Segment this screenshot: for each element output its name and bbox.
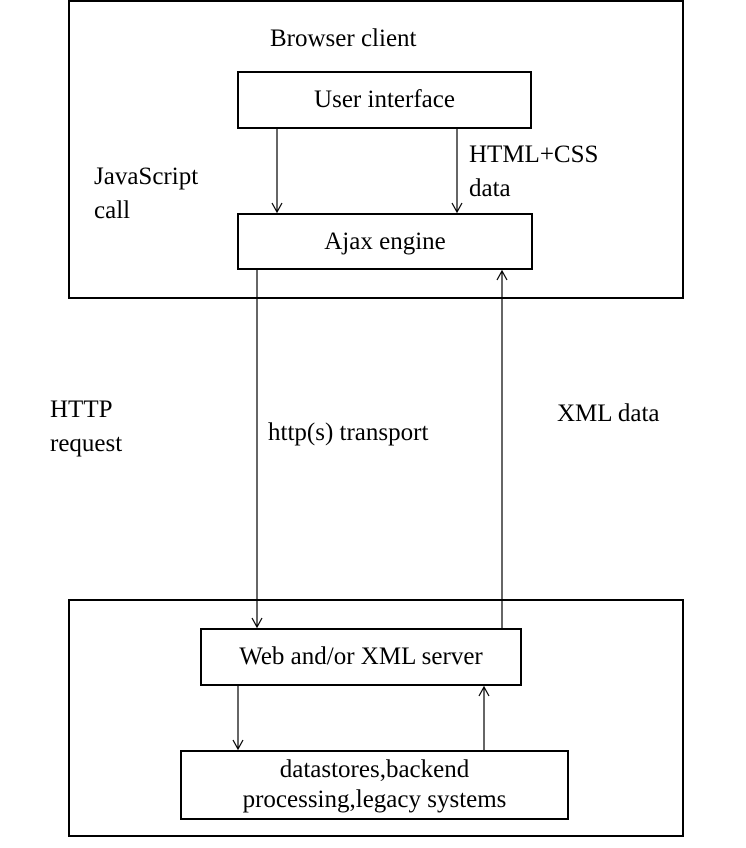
browser-client-frame	[68, 0, 684, 299]
ajax-engine-box: Ajax engine	[237, 213, 533, 270]
datastores-box: datastores,backend processing,legacy sys…	[180, 750, 569, 820]
server-frame	[68, 599, 684, 837]
javascript-call-label: JavaScript call	[94, 163, 199, 224]
web-server-label: Web and/or XML server	[239, 643, 483, 670]
xml-data-label: XML data	[557, 400, 660, 427]
ajax-engine-label: Ajax engine	[324, 227, 446, 255]
web-server-box: Web and/or XML server	[200, 628, 522, 686]
user-interface-box: User interface	[237, 71, 532, 129]
browser-client-title: Browser client	[270, 25, 417, 52]
user-interface-label: User interface	[314, 86, 455, 113]
html-css-data-label: HTML+CSS data	[469, 141, 599, 202]
http-request-label: HTTP request	[50, 396, 123, 457]
datastores-label: datastores,backend processing,legacy sys…	[242, 756, 507, 813]
http-transport-label: http(s) transport	[268, 419, 429, 446]
